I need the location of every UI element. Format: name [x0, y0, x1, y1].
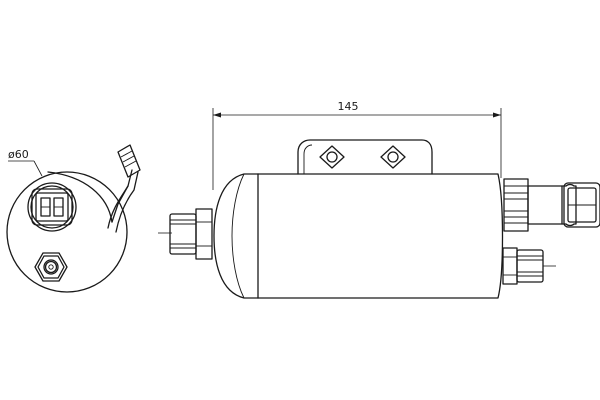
end-view-pressure-switch: [27, 182, 77, 232]
end-view-hex-fitting: [34, 252, 68, 282]
bracket-bolt-left: [319, 145, 345, 169]
length-dimension: 145: [212, 100, 502, 190]
cylinder-body: [257, 173, 504, 299]
diameter-label: ø60: [8, 148, 29, 161]
side-pressure-switch: [503, 178, 600, 232]
side-view: 145: [158, 100, 600, 299]
end-view-mounting-bracket: [107, 144, 141, 233]
top-mounting-bracket: [297, 139, 433, 175]
inlet-fitting: [158, 208, 213, 260]
bracket-bolt-right: [380, 145, 406, 169]
end-view: ø60: [6, 144, 141, 293]
end-view-body-circle: [6, 171, 128, 293]
cylinder-dome: [213, 173, 259, 299]
length-label: 145: [338, 100, 359, 113]
outlet-fitting: [502, 247, 556, 285]
end-view-band: [47, 171, 113, 223]
